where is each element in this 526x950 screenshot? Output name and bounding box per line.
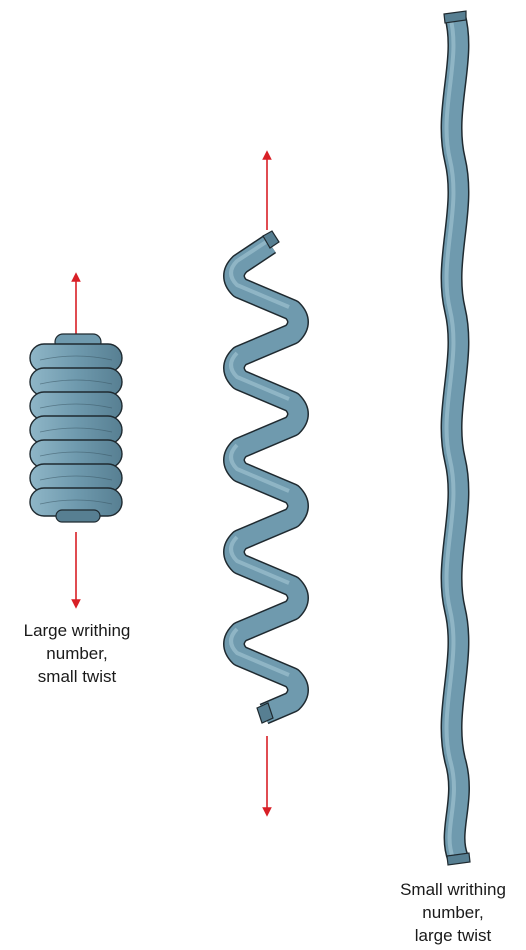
caption-small-writhing: Small writhing number, large twist xyxy=(380,878,526,947)
caption-right-line-3: large twist xyxy=(380,924,526,947)
caption-left-line-1: Large writhing xyxy=(0,619,154,642)
caption-right-line-2: number, xyxy=(380,901,526,924)
caption-right-line-1: Small writhing xyxy=(380,878,526,901)
twisted-rod-right xyxy=(444,11,470,865)
caption-large-writhing: Large writhing number, small twist xyxy=(0,619,154,688)
zigzag-rod-middle xyxy=(231,155,298,812)
caption-left-line-3: small twist xyxy=(0,665,154,688)
caption-left-line-2: number, xyxy=(0,642,154,665)
coiled-rod-left xyxy=(30,277,122,604)
